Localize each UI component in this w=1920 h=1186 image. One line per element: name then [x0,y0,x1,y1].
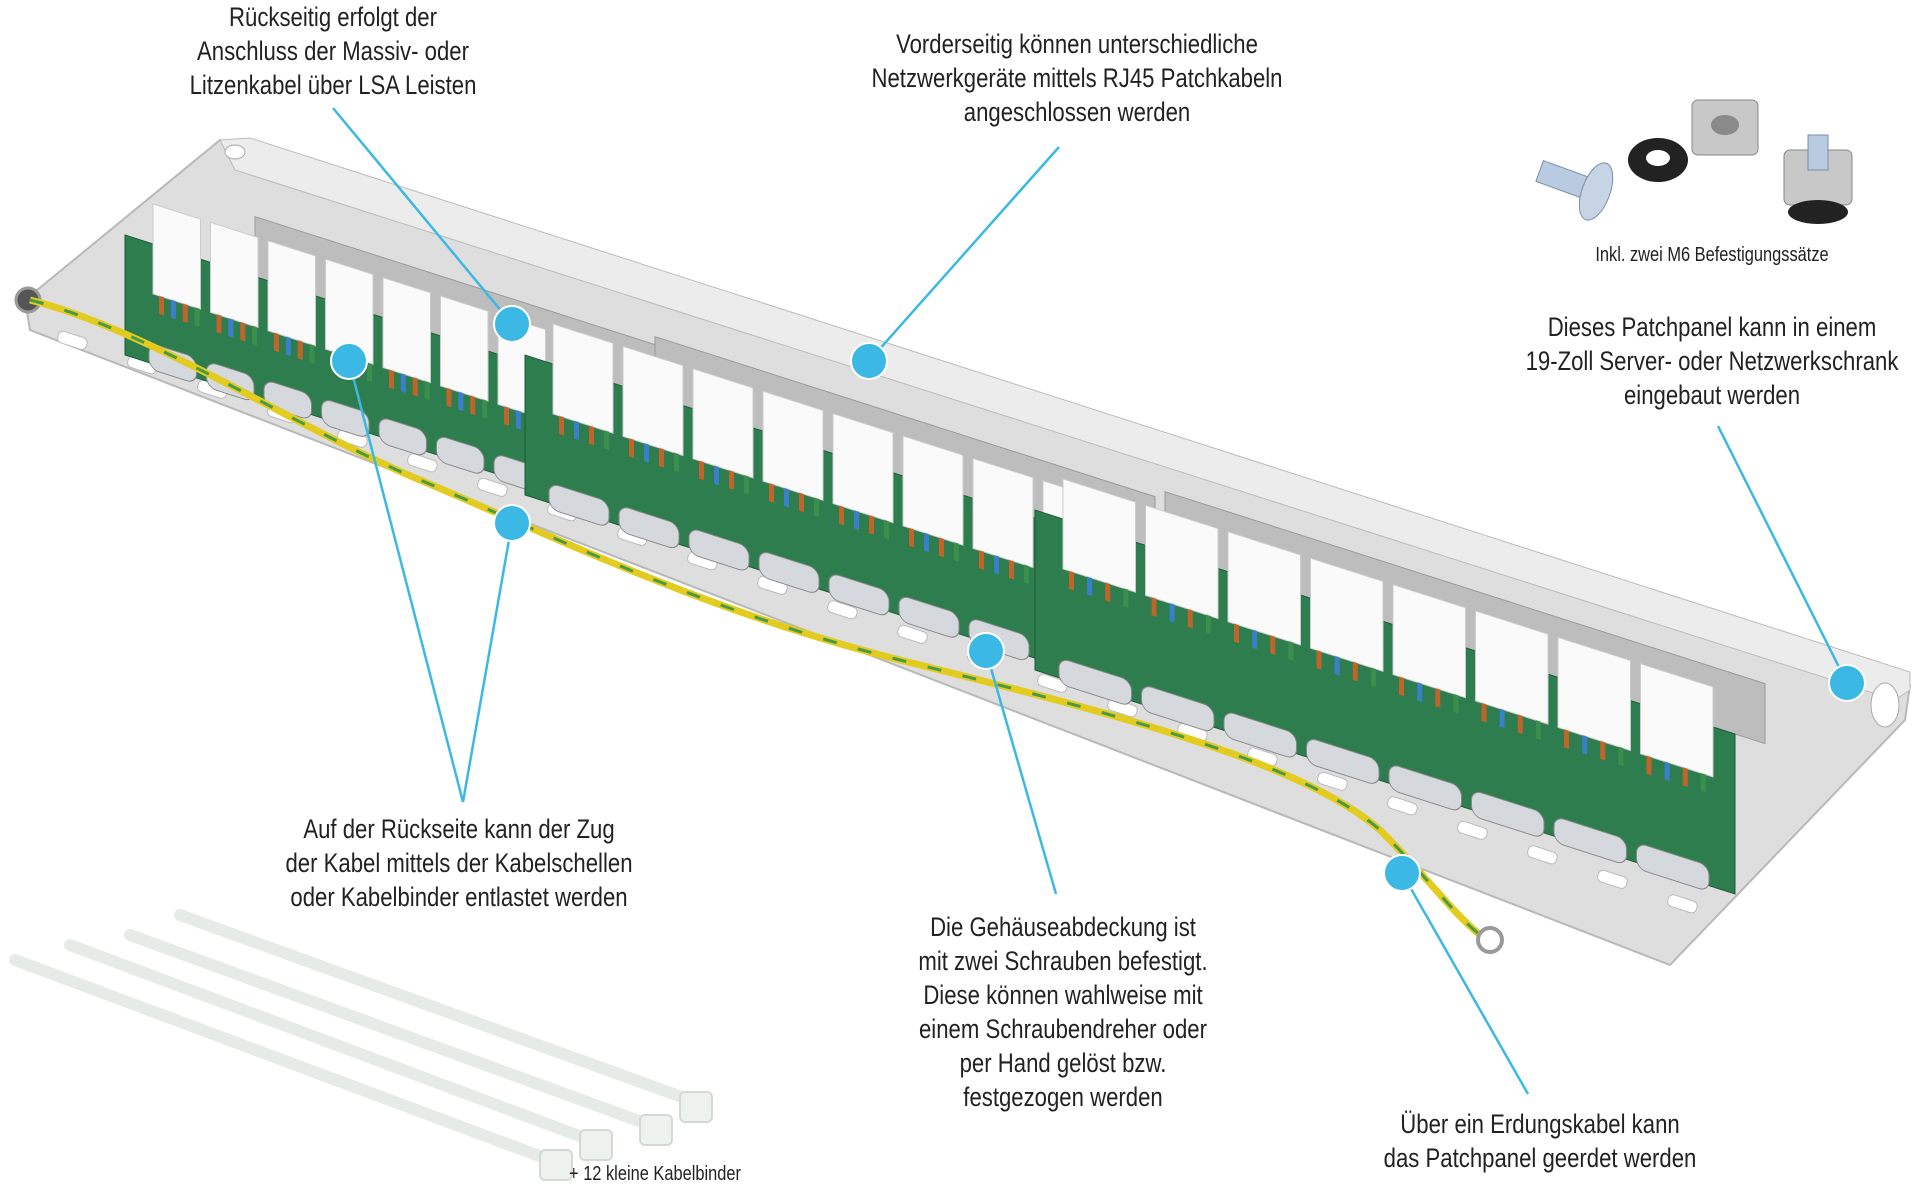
lsa-block [1227,531,1301,646]
text-line: das Patchpanel geerdet werden [1383,1143,1697,1173]
callout-dot-front [850,342,888,380]
cable-clamp [378,418,427,456]
label-rack-mount: Dieses Patchpanel kann in einem 19-Zoll … [1507,310,1917,412]
lsa-block [1392,583,1466,699]
cable-slot [1317,771,1348,791]
mount-hole-left [224,144,246,160]
ground-ring [1476,926,1504,954]
lsa-block [267,240,316,347]
cable-clamp [1223,712,1297,758]
text-line: Über ein Erdungskabel kann [1400,1109,1680,1139]
cable-clamp [1388,765,1462,811]
lsa-block [832,412,894,524]
text-line: Anschluss der Massiv- oder [197,36,469,66]
cable-clamp [898,596,960,638]
lsa-block [152,203,201,310]
cable-clamp [618,507,680,549]
cable-clamp [688,529,750,571]
label-cable-ties: + 12 kleine Kabelbinder [569,1163,741,1185]
cable-clamp [828,574,890,616]
cable-slot [1037,673,1068,693]
cable-clamp [548,484,610,526]
cable-slot [1387,796,1418,816]
lsa-block [622,345,684,457]
callout-dot-rack [1828,664,1866,702]
lsa-block [1640,663,1714,778]
callout-dot-strain-2 [493,504,531,542]
lsa-module [124,203,656,516]
label-strain-relief: Auf der Rückseite kann der Zug der Kabel… [254,812,664,914]
text-line: 19-Zoll Server- oder Netzwerkschrank [1525,346,1899,376]
lsa-block [692,368,754,479]
cable-clamp [436,436,485,474]
lsa-block [1310,557,1384,673]
text-line: per Hand gelöst bzw. [959,1048,1167,1078]
text-line: oder Kabelbinder entlastet werden [290,882,628,912]
callout-dot-ground [1383,854,1421,892]
lsa-module [524,323,1156,688]
keystone-modules [124,203,1766,895]
lsa-block [382,276,431,384]
lsa-block [972,457,1034,569]
cable-slot [897,624,928,644]
panel-back-flange [219,137,1911,701]
lsa-block [1557,636,1631,752]
cable-clamp [1306,739,1380,784]
text-line: Vorderseitig können unterschiedliche [896,29,1258,59]
cable-slot [1457,820,1488,840]
label-mounting-kit: Inkl. zwei M6 Befestigungssätze [1595,244,1829,266]
cable-slot [407,453,438,473]
text-line: der Kabel mittels der Kabelschellen [285,848,633,878]
cable-slot [827,600,858,620]
text-line: festgezogen werden [963,1082,1163,1112]
cable-clamp [758,552,820,593]
cable-clamp [1058,659,1132,705]
lsa-block [902,435,964,546]
cable-ties-image [9,909,713,1181]
lsa-block [440,295,489,402]
cable-slot [477,477,508,497]
lsa-block [1145,504,1219,620]
cable-clamp [321,400,370,437]
cable-slot [1667,894,1698,914]
text-line: eingebaut werden [1623,380,1801,410]
mount-hole-right [1870,682,1900,728]
lsa-block [1062,478,1136,593]
cable-slot [57,330,88,350]
callout-dot-lsa [493,305,531,343]
text-line: Rückseitig erfolgt der [229,2,437,32]
label-rear-connection: Rückseitig erfolgt der Anschluss der Mas… [169,0,497,102]
lsa-block [762,390,824,502]
callout-dots [330,305,1866,892]
lsa-module [1034,478,1766,895]
text-line: Dieses Patchpanel kann in einem [1547,312,1877,342]
label-cover: Die Gehäuseabdeckung ist mit zwei Schrau… [899,910,1227,1114]
label-front-devices: Vorderseitig können unterschiedliche Net… [831,27,1323,129]
lsa-block [210,221,259,329]
text-line: Netzwerkgeräte mittels RJ45 Patchkabeln [871,63,1283,93]
text-line: Diese können wahlweise mit [923,980,1203,1010]
callout-lines [332,107,1849,1095]
cable-clamp [1636,844,1710,890]
text-line: Litzenkabel über LSA Leisten [189,70,477,100]
text-line: angeschlossen werden [963,97,1191,127]
callout-dot-cover [967,632,1005,670]
mounting-kit-image [1535,99,1853,224]
text-line: mit zwei Schrauben befestigt. [918,946,1208,976]
cable-slot [1597,869,1628,889]
cable-slot [1527,845,1558,865]
text-line: Auf der Rückseite kann der Zug [303,814,615,844]
cable-clamp [1553,818,1627,864]
cable-clamp [1141,686,1215,732]
cable-clamp [1471,791,1545,837]
text-line: einem Schraubendreher oder [918,1014,1207,1044]
lsa-block [552,323,614,434]
text-line: Die Gehäuseabdeckung ist [930,912,1196,942]
lsa-block [1475,610,1549,725]
label-grounding: Über ein Erdungskabel kann das Patchpane… [1376,1107,1704,1175]
callout-dot-strain-1 [330,342,368,380]
